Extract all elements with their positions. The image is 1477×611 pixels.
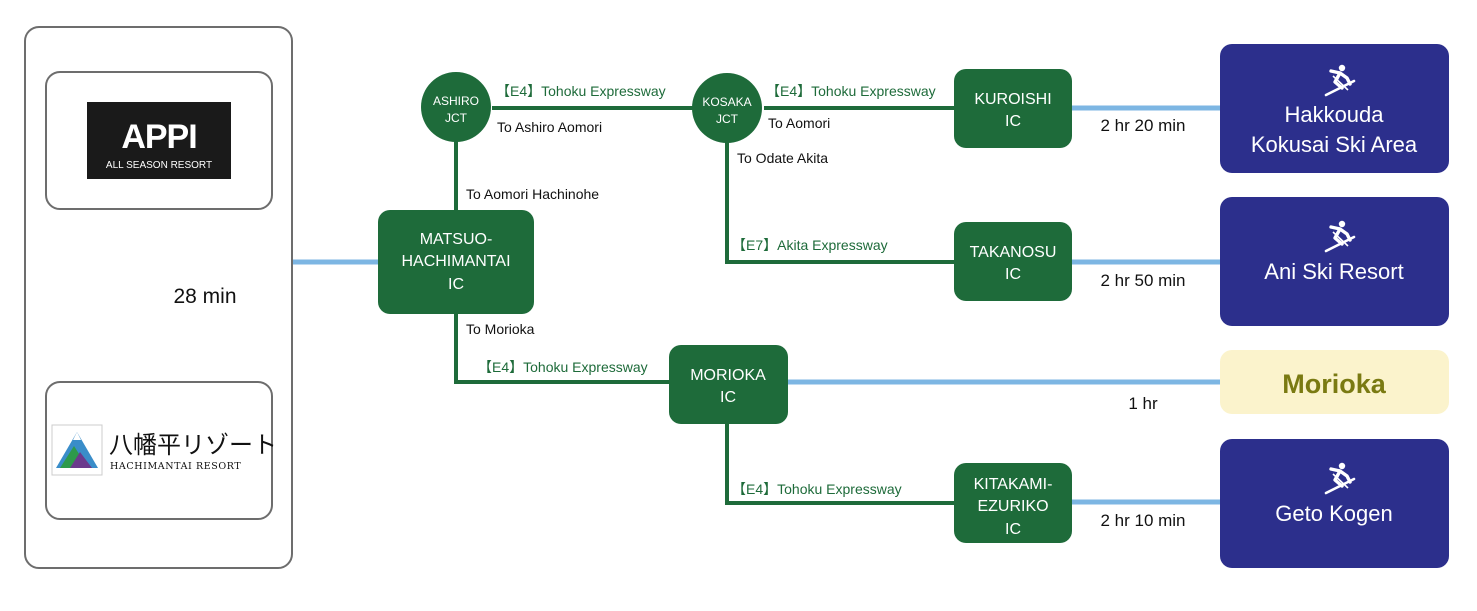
road-label-akita: 【E7】Akita Expressway: [732, 237, 888, 253]
mountain-logo-icon: [51, 424, 103, 476]
appi-logo-subtitle: ALL SEASON RESORT: [106, 160, 212, 171]
kuroishi-ic-label-1: KUROISHI: [974, 91, 1051, 108]
travel-time-appi-hachimantai: 28 min: [173, 285, 236, 308]
direction-morioka: To Morioka: [466, 321, 535, 337]
takanosu-ic-label-1: TAKANOSU: [970, 244, 1057, 261]
destination-hakkouda[interactable]: [1220, 44, 1449, 173]
destination-hakkouda-line-1: Hakkouda: [1284, 102, 1384, 127]
takanosu-ic[interactable]: [954, 222, 1072, 301]
direction-odate-akita: To Odate Akita: [737, 150, 828, 166]
kosaka-jct[interactable]: [692, 73, 762, 143]
appi-logo: [87, 102, 231, 179]
destination-morioka[interactable]: [1220, 350, 1449, 414]
appi-logo-title: APPI: [121, 118, 196, 156]
direction-aomori: To Aomori: [768, 115, 830, 131]
destination-geto[interactable]: [1220, 439, 1449, 568]
takanosu-ic-label-2: IC: [1005, 266, 1021, 283]
road-label-matsuo-morioka: 【E4】Tohoku Expressway: [478, 359, 648, 375]
kitakami-ezuriko-ic[interactable]: [954, 463, 1072, 543]
direction-ashiro-aomori: To Ashiro Aomori: [497, 119, 602, 135]
morioka-ic[interactable]: [669, 345, 788, 424]
time-morioka: 1 hr: [1128, 394, 1158, 413]
hachimantai-logo-jp: 八幡平リゾート: [109, 432, 277, 459]
kitakami-ic-label-2: EZURIKO: [977, 498, 1048, 515]
time-ani: 2 hr 50 min: [1100, 271, 1185, 290]
road-label-morioka-kitakami: 【E4】Tohoku Expressway: [732, 481, 902, 497]
kosaka-jct-label-1: KOSAKA: [702, 95, 751, 109]
ashiro-jct-label-1: ASHIRO: [433, 94, 479, 108]
morioka-ic-label-2: IC: [720, 389, 736, 406]
destination-ani-line-1: Ani Ski Resort: [1264, 259, 1403, 284]
road-label-kosaka-kuroishi: 【E4】Tohoku Expressway: [766, 83, 936, 99]
kuroishi-ic[interactable]: [954, 69, 1072, 148]
time-hakkouda: 2 hr 20 min: [1100, 116, 1185, 135]
matsuo-ic-label-2: HACHIMANTAI: [401, 253, 510, 270]
kuroishi-ic-label-2: IC: [1005, 113, 1021, 130]
matsuo-ic-label-3: IC: [448, 276, 464, 293]
road-morioka-kitakami: [725, 424, 955, 505]
road-akita-expressway: [725, 142, 955, 264]
matsuo-ic-label-1: MATSUO-: [420, 231, 493, 248]
destination-ani[interactable]: [1220, 197, 1449, 326]
kosaka-jct-label-2: JCT: [716, 112, 739, 126]
time-geto: 2 hr 10 min: [1100, 511, 1185, 530]
road-matsuo-morioka: [454, 314, 670, 384]
morioka-ic-label-1: MORIOKA: [690, 367, 766, 384]
kitakami-ic-label-3: IC: [1005, 521, 1021, 538]
hachimantai-logo-en: HACHIMANTAI RESORT: [110, 461, 241, 472]
ashiro-jct-label-2: JCT: [445, 111, 468, 125]
matsuo-hachimantai-ic[interactable]: [378, 210, 534, 314]
road-label-ashiro-kosaka: 【E4】Tohoku Expressway: [496, 83, 666, 99]
ashiro-jct[interactable]: [421, 72, 491, 142]
hachimantai-logo-card[interactable]: [45, 381, 273, 520]
kitakami-ic-label-1: KITAKAMI-: [974, 476, 1053, 493]
destination-morioka-label: Morioka: [1282, 369, 1387, 399]
destination-hakkouda-line-2: Kokusai Ski Area: [1251, 132, 1418, 157]
destination-geto-line-1: Geto Kogen: [1275, 501, 1392, 526]
direction-aomori-hachinohe: To Aomori Hachinohe: [466, 186, 599, 202]
